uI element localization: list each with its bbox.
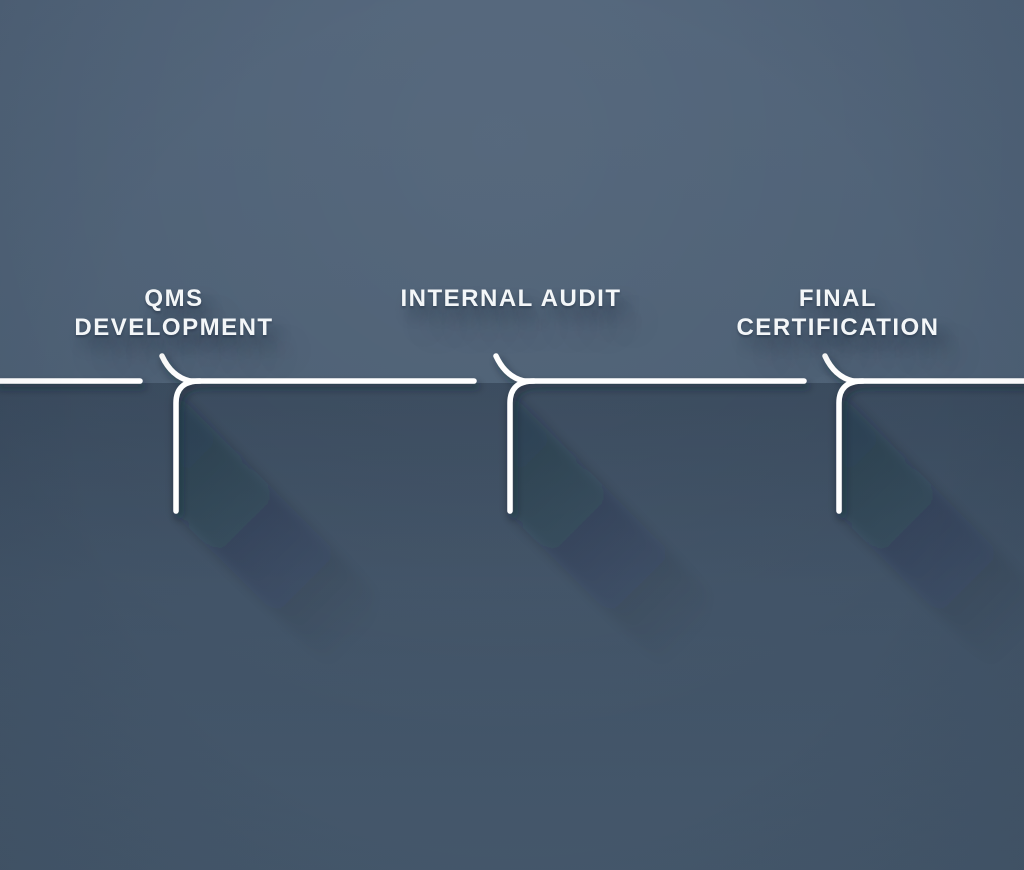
stage-label-line: FINAL (798, 285, 878, 312)
stage-label-line: INTERNAL AUDIT (400, 285, 622, 312)
stage-label-line: QMS (144, 285, 204, 312)
stage-label-line: DEVELOPMENT (74, 314, 274, 341)
stage-label-final-certification: FINAL CERTIFICATION (736, 284, 939, 342)
stage-label-line: CERTIFICATION (736, 314, 940, 341)
stage-label-internal-audit: INTERNAL AUDIT (401, 284, 622, 313)
stage-label-qms-development: QMS DEVELOPMENT (74, 284, 273, 342)
